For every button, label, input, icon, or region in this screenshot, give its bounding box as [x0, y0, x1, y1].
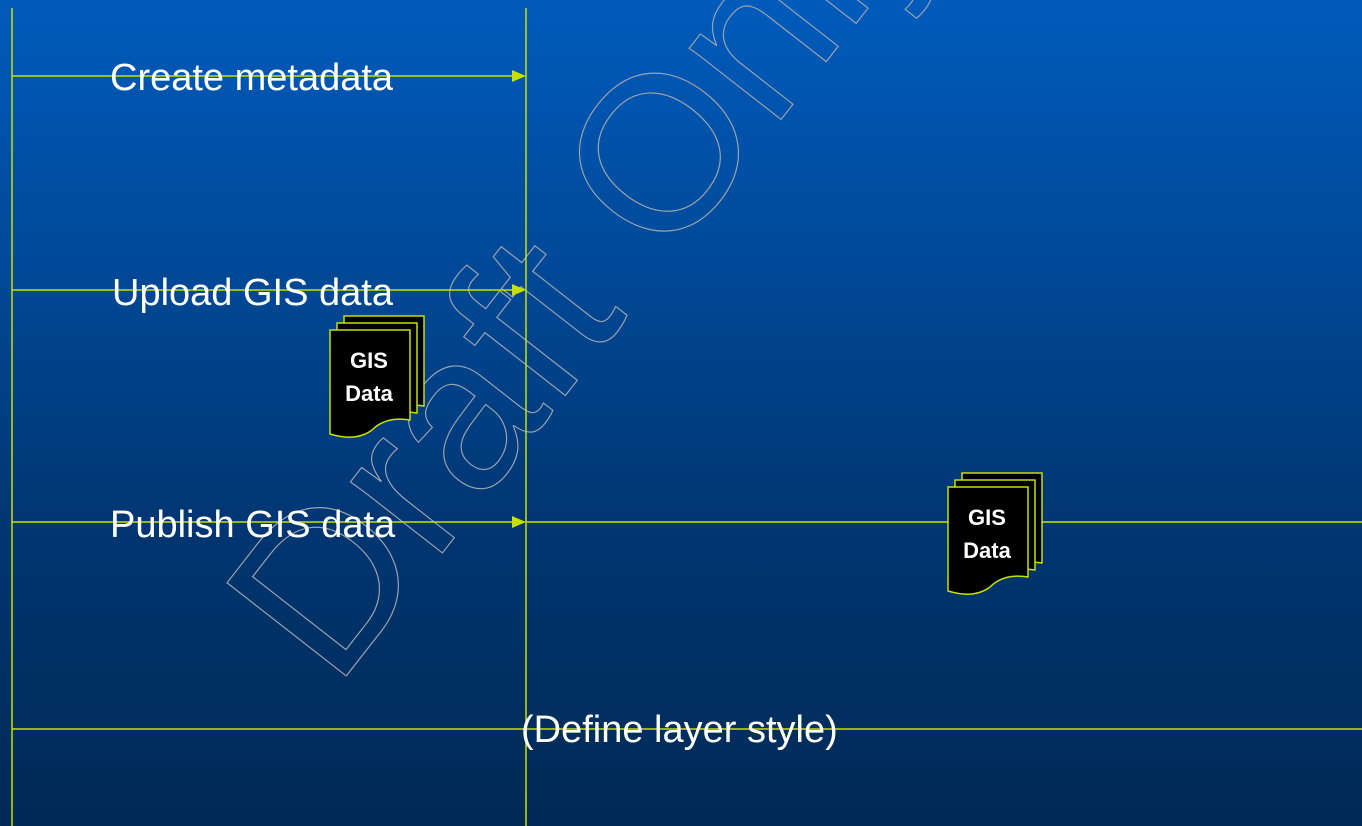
gis-data-icon-upload: GIS Data — [329, 315, 425, 438]
gis-data-label-line2: Data — [963, 538, 1011, 563]
step-publish-gis-data: Publish GIS data — [110, 504, 396, 546]
watermark-text: Draft Only — [178, 0, 981, 719]
gis-data-label-line2: Data — [345, 381, 393, 406]
step-create-metadata: Create metadata — [110, 57, 394, 99]
gis-data-label-line1: GIS — [968, 505, 1006, 530]
arrow-head-upload-gis-data — [512, 284, 526, 296]
step-define-layer-style: (Define layer style) — [521, 709, 838, 751]
arrow-head-create-metadata — [512, 70, 526, 82]
gis-data-label-line1: GIS — [350, 348, 388, 373]
arrow-head-publish-gis-data — [512, 516, 526, 528]
gis-data-icon-publish: GIS Data — [947, 472, 1043, 595]
step-upload-gis-data: Upload GIS data — [112, 272, 393, 314]
draft-watermark: Draft Only — [178, 0, 983, 720]
